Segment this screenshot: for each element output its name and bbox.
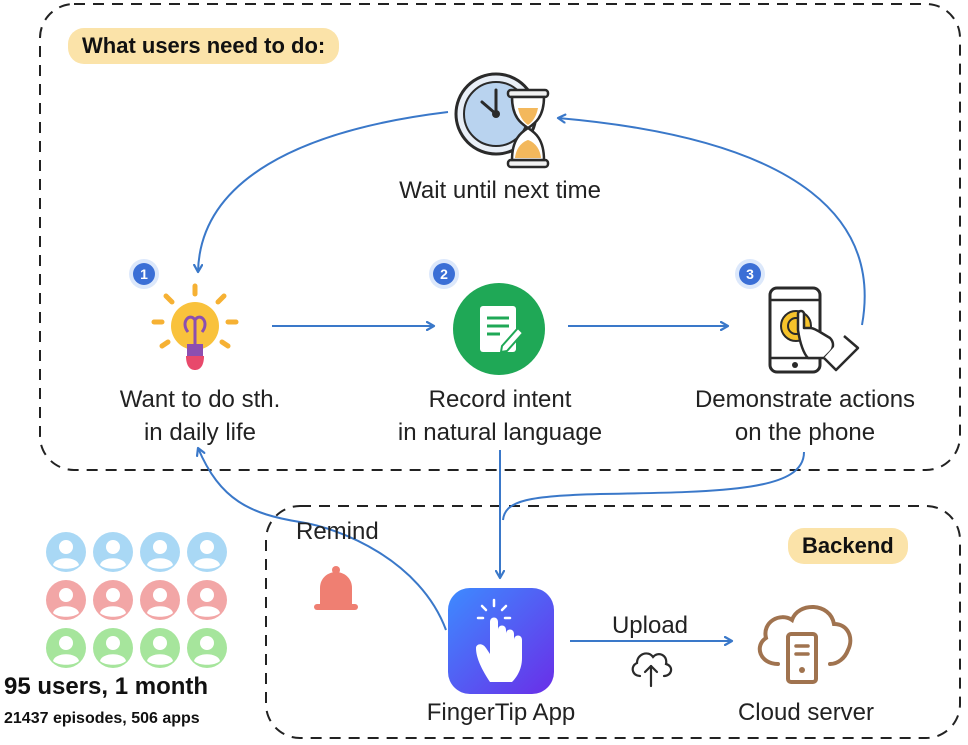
avatar-icon bbox=[93, 628, 133, 668]
lightbulb-icon bbox=[151, 283, 239, 370]
upload-label: Upload bbox=[611, 612, 689, 639]
stats-users: 95 users, 1 month bbox=[4, 673, 209, 700]
avatar-icon bbox=[93, 580, 133, 620]
cloud-upload-icon bbox=[631, 652, 673, 688]
step-3-label-line2: on the phone bbox=[734, 419, 876, 446]
user-section-title: What users need to do: bbox=[68, 28, 340, 64]
backend-section-title: Backend bbox=[788, 528, 908, 564]
svg-text:3: 3 bbox=[746, 266, 754, 282]
avatar-icon bbox=[140, 532, 180, 572]
step-1-label-line2: in daily life bbox=[143, 419, 257, 446]
avatar-icon bbox=[187, 628, 227, 668]
avatar-icon bbox=[140, 580, 180, 620]
avatar-icon bbox=[46, 532, 86, 572]
step-2-badge: 2 bbox=[429, 259, 459, 289]
user-avatar-grid bbox=[46, 532, 227, 668]
avatar-icon bbox=[187, 532, 227, 572]
svg-text:2: 2 bbox=[440, 266, 448, 282]
step-2-label-line1: Record intent bbox=[428, 386, 572, 413]
step-2-label-line2: in natural language bbox=[397, 419, 603, 446]
avatar-icon bbox=[93, 532, 133, 572]
fingertip-app-icon[interactable] bbox=[446, 586, 556, 696]
cloud-label: Cloud server bbox=[737, 699, 875, 726]
notepad-icon bbox=[453, 283, 545, 375]
app-label: FingerTip App bbox=[426, 699, 576, 726]
avatar-icon bbox=[140, 628, 180, 668]
hourglass-clock-icon bbox=[454, 72, 550, 169]
avatar-icon bbox=[187, 580, 227, 620]
cloud-server-icon bbox=[757, 605, 853, 684]
step-1-badge: 1 bbox=[129, 259, 159, 289]
arrow-demonstrate-to-app bbox=[502, 451, 805, 521]
step-3-label-line1: Demonstrate actions bbox=[694, 386, 916, 413]
bell-icon bbox=[314, 566, 358, 610]
stats-details: 21437 episodes, 506 apps bbox=[4, 710, 200, 727]
avatar-icon bbox=[46, 580, 86, 620]
user-section-box bbox=[39, 3, 961, 471]
arrow-demonstrate-to-wait bbox=[558, 118, 866, 326]
wait-label: Wait until next time bbox=[399, 177, 601, 204]
svg-text:1: 1 bbox=[140, 266, 148, 282]
remind-label: Remind bbox=[296, 518, 379, 545]
phone-tap-icon bbox=[768, 286, 860, 374]
avatar-icon bbox=[46, 628, 86, 668]
arrow-wait-to-want bbox=[198, 111, 449, 272]
step-3-badge: 3 bbox=[735, 259, 765, 289]
arrow-app-to-want bbox=[198, 448, 447, 631]
step-1-label-line1: Want to do sth. bbox=[119, 386, 281, 413]
backend-section-box bbox=[265, 505, 961, 739]
